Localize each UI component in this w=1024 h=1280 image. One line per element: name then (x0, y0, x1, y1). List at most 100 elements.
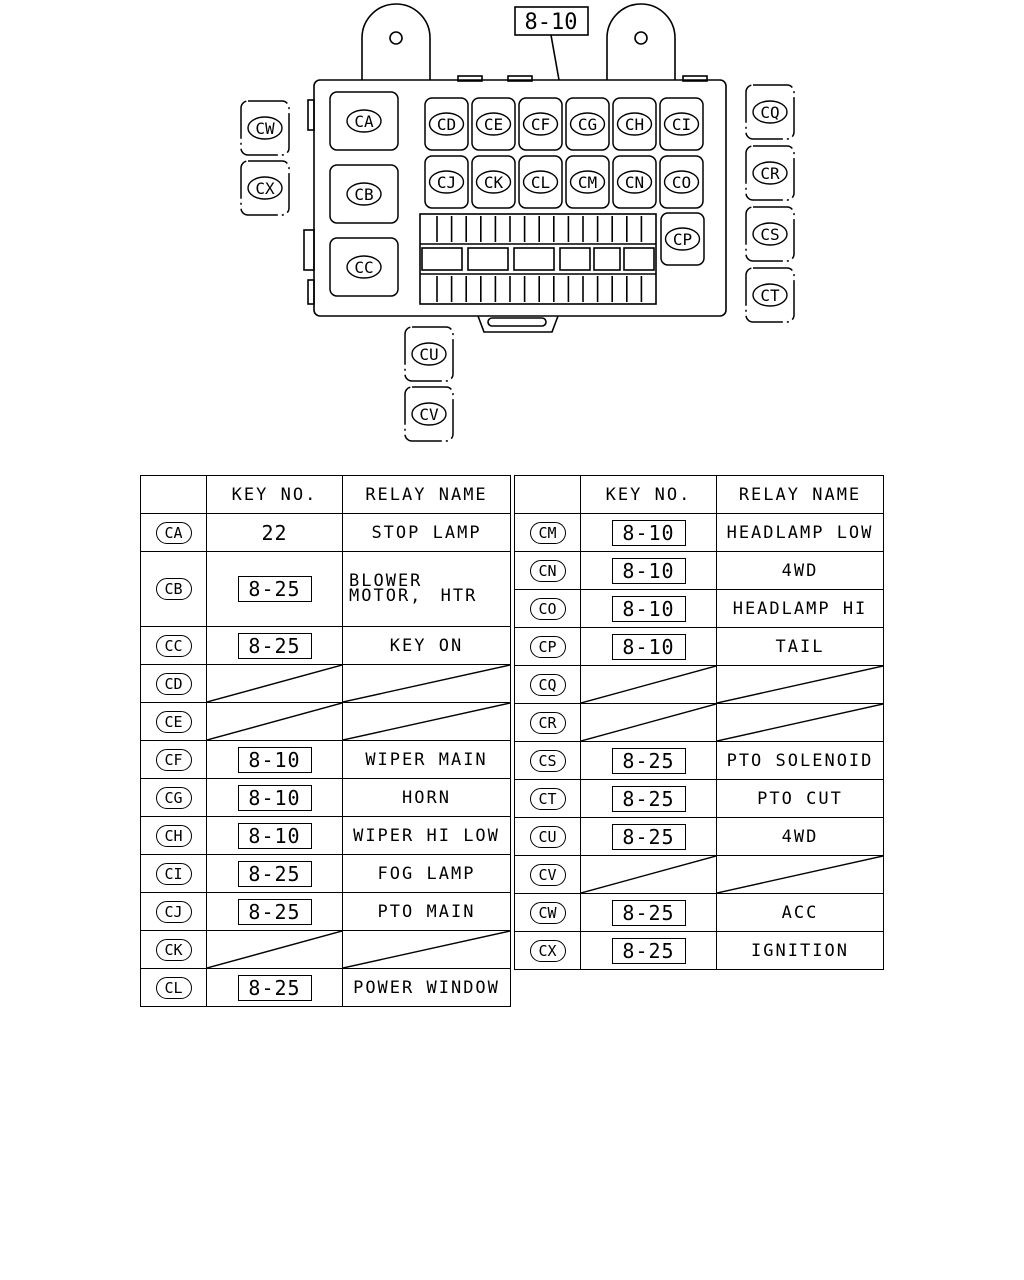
relay-name-cell: WIPER MAIN (342, 740, 511, 779)
key-no-cell: 8-10 (580, 513, 717, 552)
empty-cell (716, 703, 884, 742)
mounting-ear-left (361, 3, 431, 80)
empty-cell (580, 703, 717, 742)
table-row: CQ (514, 665, 884, 704)
table-row: CT 8-25 PTO CUT (514, 779, 884, 818)
relay-name: PTO CUT (757, 788, 843, 809)
relay-name-cell: HORN (342, 778, 511, 817)
relay-name: KEY ON (389, 635, 464, 656)
key-no: 8-25 (611, 899, 686, 926)
relay-name: BLOWER MOTOR, HTR (349, 571, 478, 606)
key-no: 8-10 (237, 784, 312, 811)
relay-cq: CQ (745, 84, 795, 140)
table-row: CK (140, 930, 511, 969)
relay-label: CA (354, 112, 374, 131)
header-code (514, 475, 581, 514)
relay-code-cell: CT (514, 779, 581, 818)
relay-label: CQ (760, 103, 779, 122)
relay-label: CP (673, 230, 692, 249)
empty-cell (580, 855, 717, 894)
relay-name-cell: FOG LAMP (342, 854, 511, 893)
relay-cs: CS (745, 206, 795, 262)
key-no: 8-10 (237, 746, 312, 773)
relay-name-cell: POWER WINDOW (342, 968, 511, 1007)
relay-label: CX (255, 179, 275, 198)
relay-name: WIPER MAIN (365, 749, 488, 770)
empty-cell (206, 930, 343, 969)
relay-name-cell: PTO CUT (716, 779, 884, 818)
relay-name-cell: KEY ON (342, 626, 511, 665)
key-no-cell: 8-25 (206, 892, 343, 931)
relay-label: CK (484, 173, 504, 192)
relay-cr: CR (745, 145, 795, 201)
header-relay-name: RELAY NAME (342, 475, 511, 514)
key-no: 8-25 (611, 747, 686, 774)
relay-cm: CM (565, 155, 610, 209)
empty-cell (206, 702, 343, 741)
relay-code-cell: CX (514, 931, 581, 970)
relay-code: CC (155, 634, 192, 657)
key-no-cell: 8-10 (206, 778, 343, 817)
relay-code: CR (529, 711, 566, 734)
relay-name: HEADLAMP LOW (726, 522, 874, 543)
relay-cu: CU (404, 326, 454, 382)
key-no-cell: 8-25 (206, 968, 343, 1007)
relay-cd: CD (424, 97, 469, 151)
relay-code-cell: CF (140, 740, 207, 779)
header-relay-name: RELAY NAME (716, 475, 884, 514)
relay-ca: CA (329, 91, 399, 151)
relay-cl: CL (518, 155, 563, 209)
relay-ct: CT (745, 267, 795, 323)
relay-code-cell: CQ (514, 665, 581, 704)
callout-leader (550, 34, 560, 81)
relay-code: CG (155, 786, 192, 809)
relay-code-cell: CO (514, 589, 581, 628)
key-no-cell: 8-10 (580, 589, 717, 628)
empty-cell (342, 702, 511, 741)
relay-name: FOG LAMP (377, 863, 476, 884)
relay-label: CN (625, 173, 644, 192)
key-no-cell: 8-10 (206, 740, 343, 779)
relay-label: CI (672, 115, 691, 134)
fuse-box-housing (313, 79, 727, 317)
key-no: 8-25 (237, 860, 312, 887)
relay-label: CT (760, 286, 780, 305)
key-no-cell: 8-25 (580, 817, 717, 856)
relay-label: CV (419, 405, 439, 424)
header-key-no: KEY NO. (580, 475, 717, 514)
callout-label: 8-10 (525, 10, 578, 35)
key-no: 8-25 (611, 785, 686, 812)
table-row: CV (514, 855, 884, 894)
relay-code: CL (155, 976, 192, 999)
key-no: 22 (261, 520, 288, 545)
relay-code-cell: CD (140, 664, 207, 703)
key-no-cell: 8-10 (580, 627, 717, 666)
table-row: CG 8-10 HORN (140, 778, 511, 817)
relay-label: CR (760, 164, 780, 183)
relay-code: CA (155, 521, 192, 544)
table-row: CF 8-10 WIPER MAIN (140, 740, 511, 779)
relay-label: CW (255, 119, 275, 138)
relay-name: TAIL (775, 636, 825, 657)
key-no-cell: 8-25 (206, 854, 343, 893)
key-no: 8-25 (237, 632, 312, 659)
relay-code: CT (529, 787, 566, 810)
relay-cp: CP (660, 212, 705, 266)
empty-cell (716, 855, 884, 894)
empty-cell (580, 665, 717, 704)
relay-code: CE (155, 710, 192, 733)
relay-label: CD (437, 115, 456, 134)
key-no-cell: 8-25 (580, 893, 717, 932)
relay-code-cell: CR (514, 703, 581, 742)
relay-name-cell: TAIL (716, 627, 884, 666)
relay-name-cell: BLOWER MOTOR, HTR (342, 551, 511, 627)
relay-label: CL (531, 173, 550, 192)
key-no: 8-10 (237, 822, 312, 849)
relay-label: CF (531, 115, 550, 134)
relay-code-cell: CP (514, 627, 581, 666)
